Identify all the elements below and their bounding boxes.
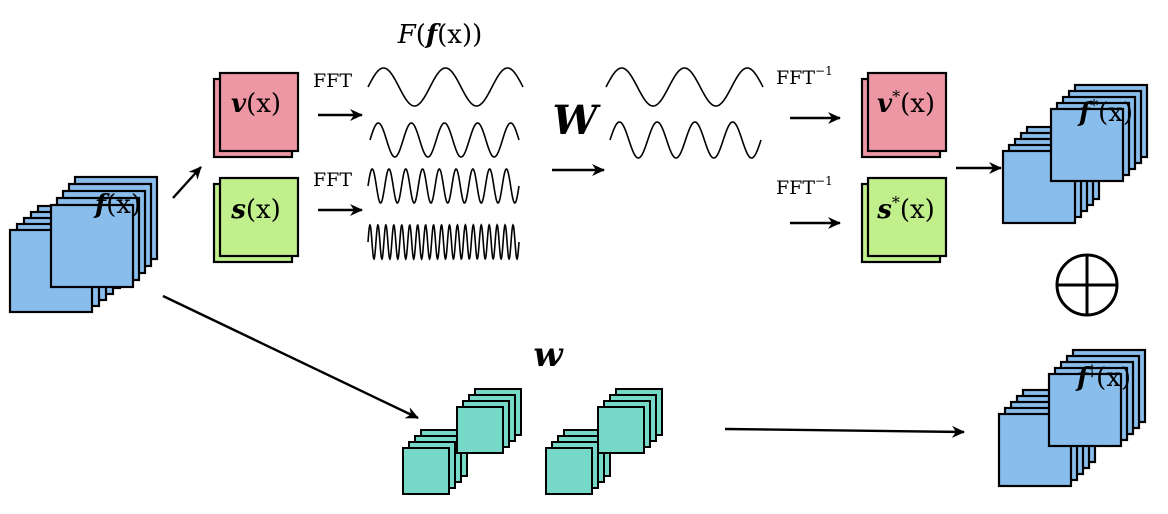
f-dagger-feature-stack — [997, 348, 1147, 488]
sine-wave-icon — [367, 67, 764, 261]
v-star-label: v*(x) — [877, 87, 935, 119]
stack-layer — [49, 203, 135, 289]
ifft-label-top: FFT−1 — [776, 64, 833, 89]
sine-wave — [369, 122, 520, 158]
v-feature-stack — [212, 71, 300, 159]
fft-label-bottom: FFT — [313, 169, 352, 191]
fourier-transform-label: F(f(x)) — [397, 20, 482, 50]
stack-layer — [1049, 107, 1125, 183]
sine-wave — [367, 168, 520, 204]
stack-layer — [1047, 372, 1123, 448]
arrow — [162, 294, 419, 420]
stack-layer — [456, 406, 504, 454]
sine-wave — [367, 67, 524, 107]
s-star-label: s*(x) — [876, 193, 935, 225]
local-weight-w: w — [533, 335, 564, 375]
v-label: v(x) — [231, 89, 281, 119]
v-star-feature-stack — [860, 71, 948, 159]
input-feature-stack — [8, 175, 159, 314]
fft-label-top: FFT — [313, 70, 352, 92]
stack-layer — [218, 176, 300, 258]
arrow-icon — [162, 109, 1002, 438]
s-star-feature-stack — [860, 176, 948, 264]
stack-layer — [597, 406, 645, 454]
stack-layer — [402, 447, 450, 495]
arrow — [724, 425, 965, 438]
s-feature-stack — [212, 176, 300, 264]
f-star-label: f*(x) — [1077, 96, 1133, 128]
spectral-weight-W: W — [553, 97, 602, 144]
weight-stack-left — [402, 388, 522, 495]
stack-layer — [866, 176, 948, 258]
stack-layer — [545, 447, 593, 495]
f-dagger-label: f†(x) — [1075, 361, 1131, 393]
ifft-label-bottom: FFT−1 — [776, 174, 833, 199]
sine-wave — [605, 67, 764, 107]
weight-stack-right — [545, 388, 663, 495]
oplus-icon — [1055, 253, 1119, 317]
arrow — [172, 166, 202, 199]
f-star-feature-stack — [1001, 83, 1149, 225]
s-label: s(x) — [230, 195, 281, 225]
stack-layer — [218, 71, 300, 153]
sine-wave — [609, 121, 762, 159]
stack-layer — [866, 71, 948, 153]
input-label: f(x) — [93, 190, 141, 220]
sine-wave — [367, 223, 520, 261]
